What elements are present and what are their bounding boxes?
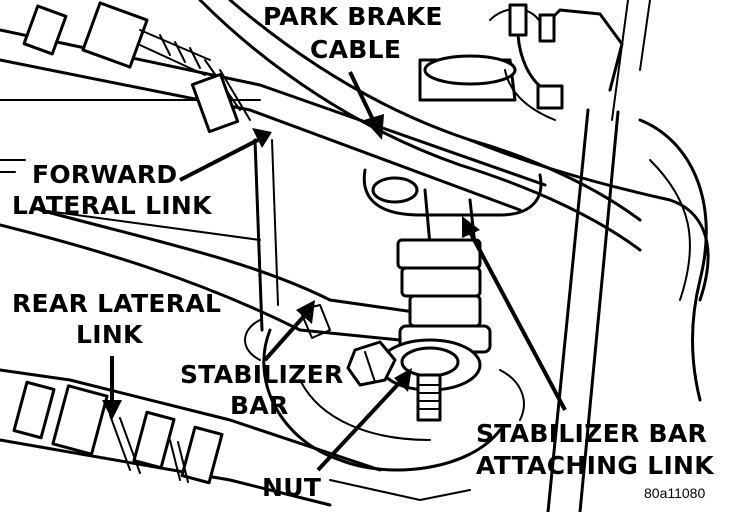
label-stabilizer-bar-attaching-link-line2: ATTACHING LINK	[476, 451, 715, 480]
arrow-head-stabilizer-bar	[296, 300, 315, 324]
label-stabilizer-bar-attaching-link-line1: STABILIZER BAR	[476, 419, 707, 448]
rear-lateral-link-shape	[0, 208, 472, 507]
connector-upper-right	[504, 3, 564, 121]
arrow-head-nut	[394, 368, 412, 392]
arrow-head-park-brake-cable	[364, 114, 384, 140]
arrow-head-rear-lateral-link	[102, 400, 122, 420]
arrow-forward-lateral-link	[179, 138, 259, 182]
arrow-nut	[316, 378, 404, 472]
forward-lateral-link-shape	[0, 1, 547, 212]
label-forward-lateral-link-line1: FORWARD	[32, 160, 177, 189]
label-park-brake-line2: CABLE	[310, 35, 401, 64]
arrow-stabilizer-bar	[263, 313, 307, 362]
label-park-brake-line1: PARK BRAKE	[263, 2, 443, 31]
arrow-park-brake-cable	[348, 71, 376, 123]
park-brake-cable-shape	[198, 0, 710, 302]
label-rear-lateral-link-line1: REAR LATERAL	[12, 289, 221, 318]
label-stabilizer-bar-line1: STABILIZER	[180, 360, 344, 389]
arrow-head-forward-lateral-link	[252, 128, 272, 148]
label-stabilizer-bar-line2: BAR	[230, 391, 289, 420]
label-forward-lateral-link-line2: LATERAL LINK	[12, 191, 213, 220]
arrow-head-stabilizer-bar-attaching-link	[462, 216, 480, 238]
labels: PARK BRAKE CABLE FORWARD LATERAL LINK RE…	[12, 2, 715, 502]
arrow-stabilizer-bar-attaching-link	[468, 231, 567, 411]
label-nut: NUT	[262, 473, 321, 502]
callout-arrows	[102, 71, 567, 472]
label-rear-lateral-link-line2: LINK	[76, 320, 144, 349]
figure-id: 80a11080	[644, 485, 705, 501]
